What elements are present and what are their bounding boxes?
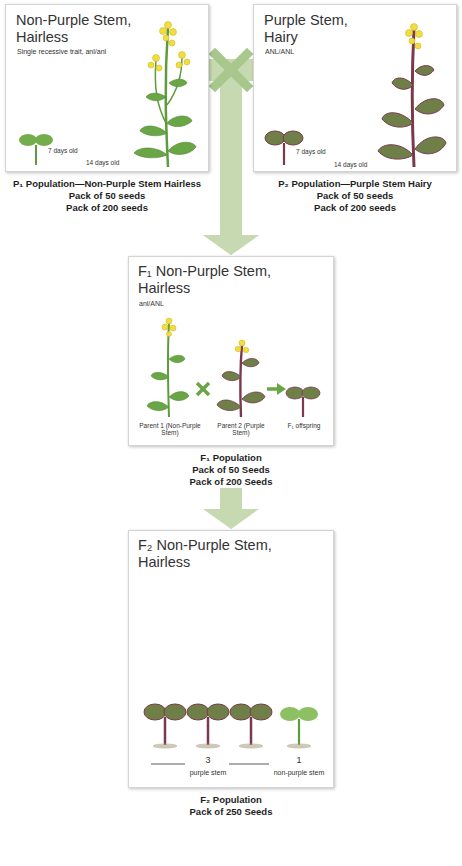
card-title: Non-Purple Stem, Hairless bbox=[16, 12, 154, 45]
card-frame: F₂ Non-Purple Stem, Hairless 3 purple stem… bbox=[128, 530, 334, 788]
card-label: Single recessive trait, anl/anl bbox=[17, 48, 142, 56]
card-title: Purple Stem, Hairy bbox=[264, 12, 379, 45]
pack-size: Pack of 200 seeds bbox=[5, 202, 209, 214]
pack-size: Pack of 250 Seeds bbox=[128, 806, 334, 818]
card-label: 14 days old bbox=[86, 159, 130, 166]
card-label: 1 bbox=[292, 755, 306, 765]
pack-size: Pack of 200 Seeds bbox=[128, 476, 334, 488]
card-label: 14 days old bbox=[334, 161, 378, 168]
card-label: ANL/ANL bbox=[265, 48, 345, 56]
card-label: Parent 2 (Purple Stem) bbox=[213, 422, 269, 437]
seed-card: Purple Stem, HairyANL/ANL 7 days old14 da… bbox=[253, 4, 457, 214]
pack-size: Pack of 50 Seeds bbox=[128, 464, 334, 476]
card-label: 7 days old bbox=[296, 148, 332, 155]
population-caption: P₂ Population—Purple Stem Hairy bbox=[253, 178, 457, 190]
seed-card: Non-Purple Stem, HairlessSingle recessiv… bbox=[5, 4, 209, 214]
pack-size: Pack of 200 seeds bbox=[253, 202, 457, 214]
card-title: F₂ Non-Purple Stem, Hairless bbox=[138, 537, 318, 570]
card-label: Parent 1 (Non-Purple Stem) bbox=[139, 422, 201, 437]
seed-card: F₂ Non-Purple Stem, Hairless 3 purple stem… bbox=[128, 530, 334, 818]
card-frame: Non-Purple Stem, HairlessSingle recessiv… bbox=[5, 4, 209, 172]
seed-card: F₁ Non-Purple Stem, Hairless anl/ANL Paren… bbox=[128, 256, 334, 488]
population-caption: P₁ Population—Non-Purple Stem Hairless bbox=[5, 178, 209, 190]
population-caption: F₁ Population bbox=[128, 452, 334, 464]
card-label: 7 days old bbox=[48, 147, 84, 154]
card-title: F₁ Non-Purple Stem, Hairless bbox=[138, 263, 318, 296]
pack-size: Pack of 50 seeds bbox=[5, 190, 209, 202]
card-label: F₁ offspring bbox=[285, 422, 323, 429]
card-label: non-purple stem bbox=[266, 769, 332, 777]
card-frame: Purple Stem, HairyANL/ANL 7 days old14 da… bbox=[253, 4, 457, 172]
seedling-illustration bbox=[129, 531, 335, 789]
card-frame: F₁ Non-Purple Stem, Hairless anl/ANL Paren… bbox=[128, 256, 334, 446]
inheritance-arrow bbox=[203, 70, 259, 255]
population-caption: F₂ Population bbox=[128, 794, 334, 806]
card-label: anl/ANL bbox=[139, 300, 219, 308]
pack-size: Pack of 50 seeds bbox=[253, 190, 457, 202]
card-label: 3 bbox=[201, 755, 215, 765]
inheritance-arrow bbox=[203, 70, 259, 255]
inheritance-arrow bbox=[203, 488, 259, 529]
card-label: purple stem bbox=[178, 769, 238, 777]
